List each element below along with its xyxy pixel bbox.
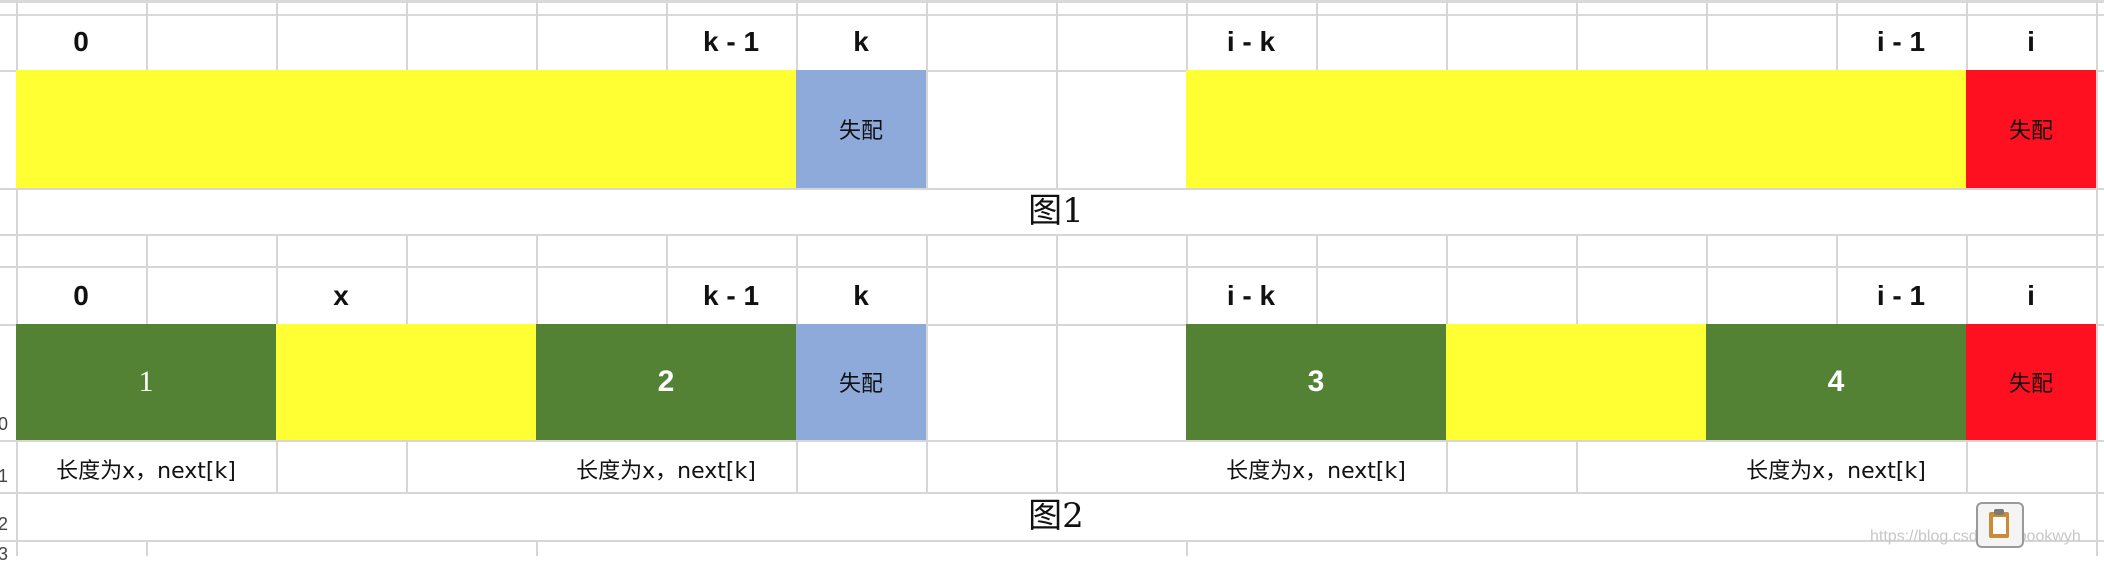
row-number: 1	[0, 466, 9, 486]
prefix-block	[16, 70, 796, 188]
segment-label: 1	[138, 365, 154, 398]
segment-note: 长度为x，next[k]	[576, 459, 756, 484]
grid-vline	[406, 440, 408, 492]
grid-vline	[1836, 234, 1838, 324]
mismatch-label: 失配	[2008, 372, 2053, 397]
grid-vline	[406, 234, 408, 324]
segment-4: 4	[1706, 324, 1966, 440]
row-number: 3	[0, 544, 9, 564]
index-label: 0	[73, 280, 89, 311]
grid-vline	[406, 0, 408, 70]
figure-caption: 图1	[1028, 191, 1084, 231]
grid-vline	[1446, 0, 1448, 70]
grid-vline	[536, 0, 538, 70]
grid-vline	[1576, 0, 1578, 70]
grid-vline	[1966, 0, 1968, 70]
clipboard-clip	[1994, 509, 2004, 515]
segment-1: 1	[16, 324, 276, 440]
grid-vline	[1056, 0, 1058, 188]
grid-vline	[1186, 0, 1188, 70]
index-label: i	[2027, 280, 2035, 311]
grid-vline	[2096, 0, 2098, 556]
index-label: x	[333, 280, 349, 311]
grid-hline	[0, 188, 2104, 190]
grid-hline	[0, 266, 2104, 268]
grid-vline	[536, 540, 538, 556]
index-label: i - 1	[1876, 26, 1926, 57]
segment-2: 2	[536, 324, 796, 440]
suffix-block	[1186, 70, 1966, 188]
middle-block	[276, 324, 536, 440]
index-label: k	[853, 280, 869, 311]
mismatch-cell-k: 失配	[796, 324, 926, 440]
grid-vline	[1706, 234, 1708, 324]
grid-vline	[1316, 234, 1318, 324]
segment-label: 3	[1307, 365, 1325, 398]
index-label: 0	[73, 26, 89, 57]
segment-note: 长度为x，next[k]	[56, 459, 236, 484]
grid-vline	[1316, 0, 1318, 70]
index-label: i - 1	[1876, 280, 1926, 311]
mismatch-cell-k: 失配	[796, 70, 926, 188]
mismatch-cell-i: 失配	[1966, 70, 2096, 188]
watermark: https://blog.csdn.net/bookwyh	[1870, 528, 2081, 546]
clipboard-icon[interactable]	[1976, 502, 2024, 548]
segment-3: 3	[1186, 324, 1446, 440]
index-label: k	[853, 26, 869, 57]
grid-vline	[1966, 234, 1968, 324]
middle-block	[1446, 324, 1706, 440]
grid-vline	[536, 234, 538, 324]
grid-top-strip	[0, 0, 2104, 16]
grid-hline	[0, 324, 2104, 326]
grid-vline	[926, 234, 928, 492]
grid-vline	[276, 440, 278, 492]
segment-note: 长度为x，next[k]	[1226, 459, 1406, 484]
grid-vline	[1186, 234, 1188, 324]
grid-vline	[1576, 440, 1578, 492]
grid-hline	[0, 540, 2104, 542]
grid-vline	[276, 0, 278, 70]
grid-vline	[16, 0, 18, 556]
index-label: i	[2027, 26, 2035, 57]
grid-hline	[0, 70, 2104, 72]
grid-vline	[1836, 0, 1838, 70]
index-label: i - k	[1226, 280, 1276, 311]
grid-vline	[1576, 234, 1578, 324]
segment-note: 长度为x，next[k]	[1746, 459, 1926, 484]
segment-label: 4	[1827, 365, 1845, 398]
grid-vline	[146, 540, 148, 556]
index-label: i - k	[1226, 26, 1276, 57]
clipboard-paper	[1993, 517, 2006, 534]
grid-vline	[146, 0, 148, 70]
mismatch-label: 失配	[838, 119, 883, 144]
index-label: k - 1	[702, 26, 760, 57]
figure-caption: 图2	[1028, 496, 1084, 536]
row-number: 2	[0, 514, 9, 534]
grid-vline	[1706, 0, 1708, 70]
grid-vline	[666, 0, 668, 70]
grid-hline	[0, 492, 2104, 494]
grid-hline	[0, 440, 2104, 442]
mismatch-cell-i: 失配	[1966, 324, 2096, 440]
mismatch-label: 失配	[2008, 119, 2053, 144]
grid-vline	[926, 0, 928, 188]
grid-vline	[1056, 234, 1058, 492]
grid-vline	[666, 234, 668, 324]
grid-vline	[1186, 540, 1188, 556]
mismatch-label: 失配	[838, 372, 883, 397]
index-label: k - 1	[702, 280, 760, 311]
row-number: 0	[0, 414, 9, 434]
grid-hline	[0, 234, 2104, 236]
grid-vline	[1966, 440, 1968, 492]
grid-vline	[276, 234, 278, 324]
grid-vline	[146, 234, 148, 324]
segment-label: 2	[657, 365, 675, 398]
